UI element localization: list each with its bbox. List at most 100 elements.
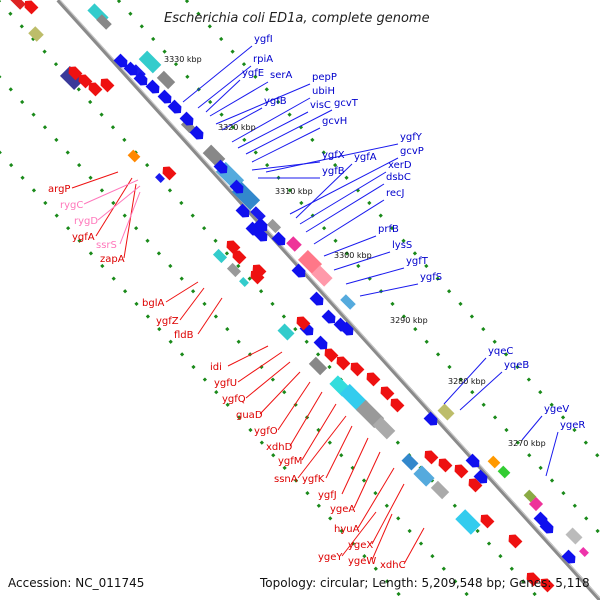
gene-label: gcvP bbox=[400, 146, 424, 157]
gene-label: prfB bbox=[378, 224, 399, 235]
gene-box bbox=[212, 248, 228, 264]
gene-arrow bbox=[339, 321, 354, 336]
leader-line bbox=[245, 361, 291, 399]
gene-label: xdhC bbox=[380, 560, 406, 571]
gene-label: argP bbox=[48, 184, 70, 195]
topology-label: Topology: circular; Length: 5,209,548 bp… bbox=[259, 576, 590, 590]
gene-arrow bbox=[291, 263, 306, 278]
gene-label: rpiA bbox=[253, 54, 273, 65]
gene-arrow bbox=[213, 159, 228, 174]
gene-arrow bbox=[380, 386, 395, 401]
gene-label: xerD bbox=[388, 160, 412, 171]
leader-line bbox=[357, 467, 395, 529]
leader-line bbox=[237, 351, 283, 383]
gene-arrow bbox=[321, 309, 336, 324]
gene-label: gcvH bbox=[322, 116, 347, 127]
gene-box bbox=[155, 173, 165, 183]
gene-label: ubiH bbox=[312, 86, 335, 97]
gene-label: ygeV bbox=[544, 404, 569, 415]
gene-arrow bbox=[508, 534, 523, 549]
scale-mark-label: 3290 kbp bbox=[390, 316, 428, 325]
gene-label: rygD bbox=[74, 216, 98, 227]
gene-label: yqeB bbox=[504, 360, 529, 371]
gene-box bbox=[401, 453, 419, 471]
leader-line bbox=[305, 183, 385, 233]
gene-label: ygeY bbox=[318, 552, 343, 563]
scale-mark-label: 3270 kbp bbox=[508, 439, 546, 448]
gene-box bbox=[372, 416, 396, 440]
leader-line bbox=[359, 283, 419, 297]
gene-box bbox=[413, 465, 435, 487]
gene-arrow bbox=[350, 362, 365, 377]
gene-box bbox=[156, 70, 176, 90]
gene-arrow bbox=[561, 549, 576, 564]
gene-arrow bbox=[271, 231, 286, 246]
gene-arrow bbox=[313, 335, 328, 350]
gene-arrow bbox=[454, 464, 469, 479]
gene-label: ygfA bbox=[72, 232, 95, 243]
gene-label: ygeR bbox=[560, 420, 585, 431]
gene-arrow bbox=[296, 316, 311, 331]
leader-line bbox=[371, 513, 393, 561]
leader-line bbox=[545, 431, 559, 477]
gene-label: ygfJ bbox=[318, 490, 337, 501]
leader-line bbox=[182, 45, 253, 103]
gene-label: ygfM bbox=[278, 456, 302, 467]
gene-label: guaD bbox=[236, 410, 263, 421]
leader-line bbox=[123, 183, 137, 259]
gene-arrow bbox=[189, 125, 204, 140]
gene-label: serA bbox=[270, 70, 292, 81]
leader-line bbox=[353, 451, 381, 509]
leader-line bbox=[341, 437, 369, 495]
leader-line bbox=[245, 109, 333, 155]
gene-arrow bbox=[229, 179, 244, 194]
gene-arrow bbox=[232, 250, 247, 265]
gene-label: ygfO bbox=[254, 426, 278, 437]
gene-box bbox=[487, 455, 501, 469]
scale-mark-label: 3280 kbp bbox=[448, 377, 486, 386]
gene-box bbox=[297, 249, 323, 275]
gene-label: ygfU bbox=[214, 378, 237, 389]
gene-arrow bbox=[309, 291, 324, 306]
gene-box bbox=[528, 496, 544, 512]
gene-arrow bbox=[88, 82, 103, 97]
gene-arrow bbox=[539, 519, 554, 534]
gene-label: ssrS bbox=[96, 240, 117, 251]
gene-label: ygfX bbox=[322, 150, 345, 161]
genome-backbone bbox=[56, 0, 600, 600]
gene-label: ygeW bbox=[348, 556, 376, 567]
gene-box bbox=[340, 294, 356, 310]
gene-box bbox=[226, 262, 242, 278]
leader-line bbox=[371, 483, 405, 545]
gene-arrow bbox=[162, 166, 177, 181]
leader-line bbox=[231, 97, 311, 143]
gene-label: pepP bbox=[312, 72, 337, 83]
gene-label: ygfB bbox=[264, 96, 287, 107]
gene-box bbox=[523, 489, 537, 503]
leader-line bbox=[277, 381, 311, 431]
scale-mark-label: 3300 kbp bbox=[334, 251, 372, 260]
leader-line bbox=[403, 527, 425, 565]
gene-arrow bbox=[465, 453, 480, 468]
gene-arrow bbox=[100, 78, 115, 93]
gene-label: ygfT bbox=[406, 256, 429, 267]
leader-line bbox=[179, 287, 205, 321]
gene-arrow bbox=[145, 79, 160, 94]
leader-line bbox=[83, 179, 139, 205]
gene-label: ygeX bbox=[348, 540, 373, 551]
gene-box bbox=[579, 547, 589, 557]
genome-backbone-highlight bbox=[59, 0, 600, 599]
gene-box bbox=[250, 206, 266, 222]
gene-label: ygfY bbox=[400, 132, 423, 143]
gene-arrow bbox=[24, 0, 39, 15]
leader-line bbox=[521, 415, 543, 441]
map-title: Escherichia coli ED1a, complete genome bbox=[164, 11, 430, 26]
gene-label: bglA bbox=[142, 298, 164, 309]
scale-mark-label: 3330 kbp bbox=[164, 55, 202, 64]
leader-line bbox=[259, 371, 301, 415]
label-leader-lines bbox=[71, 45, 559, 565]
